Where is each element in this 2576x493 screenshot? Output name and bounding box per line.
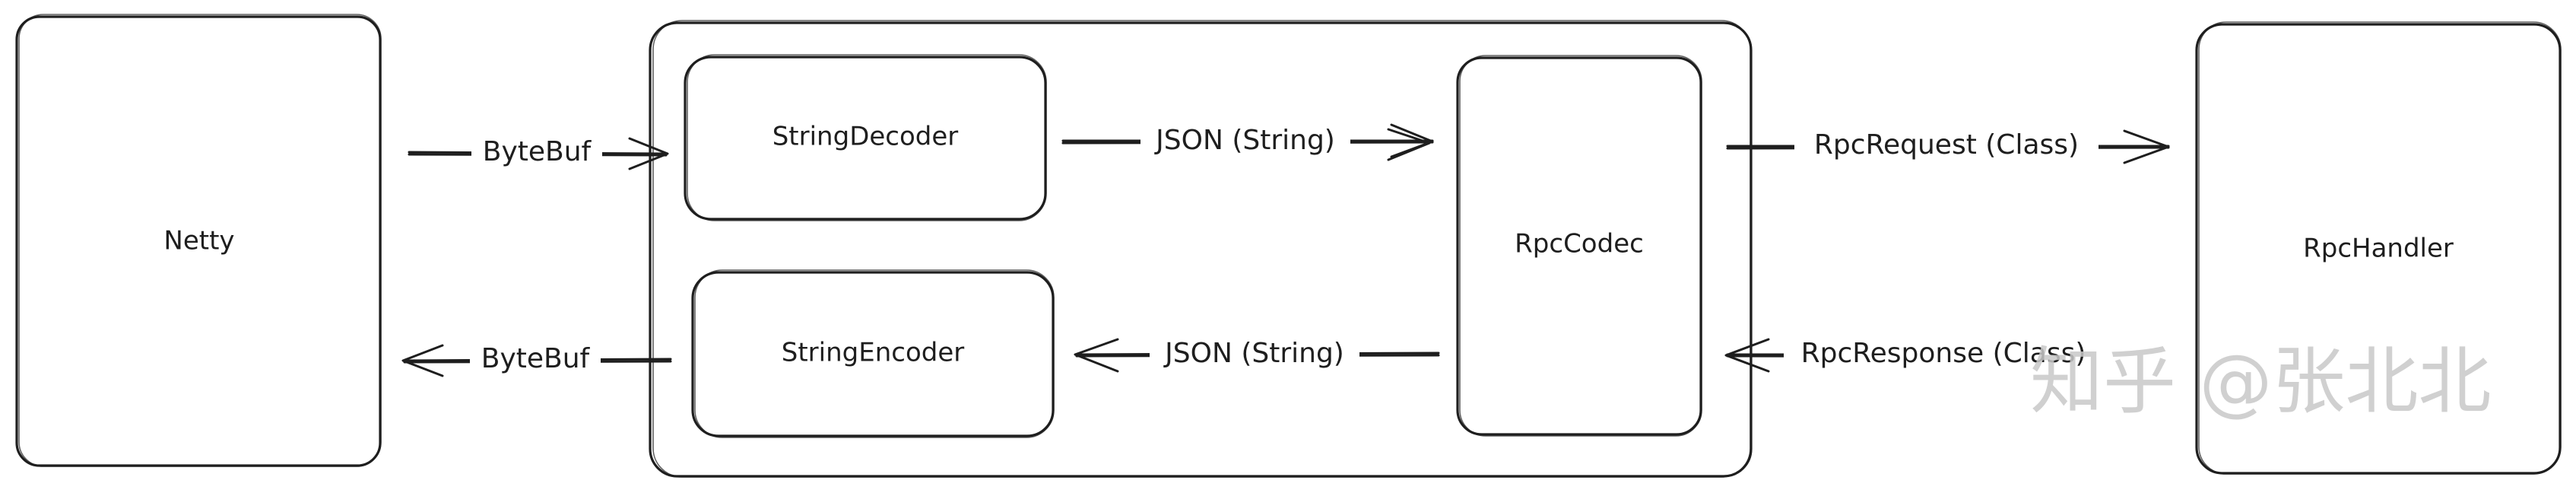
- edge-decoder-to-codec-label: JSON (String): [1154, 125, 1335, 156]
- edge-codec-to-encoder: JSON (String): [1074, 336, 1440, 373]
- node-string-decoder-label: StringDecoder: [772, 122, 959, 152]
- edge-handler-to-codec-label: RpcResponse (Class): [1801, 338, 2086, 369]
- node-string-decoder: StringDecoder: [684, 54, 1047, 221]
- edge-pipeline-to-netty: ByteBuf: [401, 342, 672, 377]
- edge-pipeline-to-netty-label: ByteBuf: [481, 343, 591, 374]
- watermark: 知乎 @张北北: [2030, 339, 2492, 424]
- edge-codec-to-encoder-label: JSON (String): [1163, 338, 1344, 369]
- edge-netty-to-pipeline: ByteBuf: [408, 135, 669, 170]
- node-netty-label: Netty: [163, 226, 234, 256]
- node-netty: Netty: [15, 14, 382, 467]
- edge-netty-to-pipeline-label: ByteBuf: [483, 136, 592, 167]
- node-rpc-handler: RpcHandler: [2195, 21, 2562, 475]
- node-rpc-codec: RpcCodec: [1456, 55, 1702, 437]
- edge-handler-to-codec: RpcResponse (Class): [1724, 336, 2103, 373]
- pipeline-container: [649, 20, 1753, 478]
- node-string-encoder-label: StringEncoder: [782, 338, 964, 368]
- node-string-encoder: StringEncoder: [691, 269, 1055, 438]
- node-rpc-codec-label: RpcCodec: [1515, 229, 1644, 259]
- edge-codec-to-handler-label: RpcRequest (Class): [1814, 129, 2079, 161]
- edge-codec-to-handler: RpcRequest (Class): [1726, 128, 2170, 164]
- edge-decoder-to-codec: JSON (String): [1061, 123, 1434, 161]
- node-rpc-handler-label: RpcHandler: [2303, 234, 2454, 264]
